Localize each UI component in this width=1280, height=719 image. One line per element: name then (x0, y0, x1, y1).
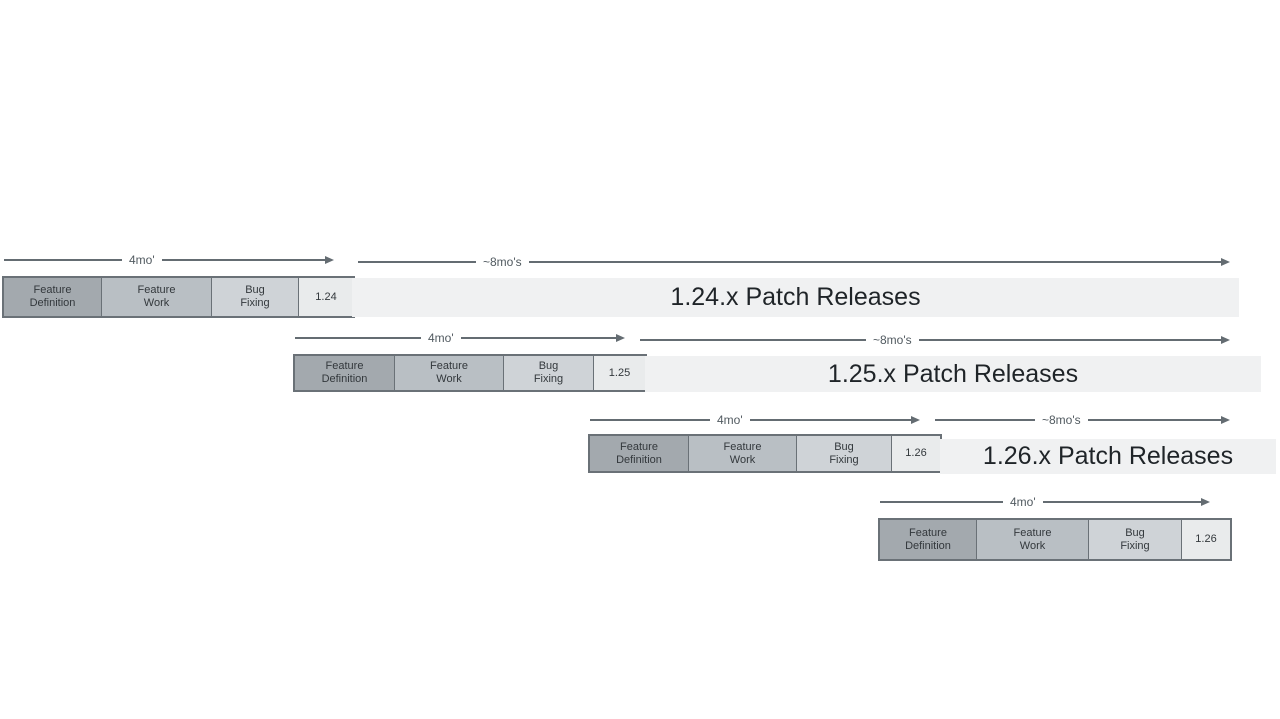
arrowhead-icon (616, 334, 625, 342)
cycle-duration-arrow: 4mo' (590, 411, 920, 429)
phase-label: Bug (538, 360, 559, 372)
patch-duration-arrow: ~8mo's (935, 411, 1230, 429)
patch-releases-label: 1.25.x Patch Releases (827, 359, 1079, 388)
phase-label: Work (436, 373, 462, 385)
arrowhead-icon (1221, 258, 1230, 266)
phase-label: Fixing (1120, 539, 1150, 552)
duration-label: ~8mo's (873, 333, 912, 347)
phase-feature-definition: Feature Definition (295, 356, 395, 390)
cycle-duration-arrow: 4mo' (295, 329, 625, 347)
phase-feature-definition: Feature Definition (4, 278, 102, 316)
patch-duration-arrow: ~8mo's (358, 253, 1230, 271)
phase-bug-fixing: Bug Fixing (1089, 520, 1182, 559)
arrowhead-icon (911, 416, 920, 424)
version-label: 1.26 (905, 447, 927, 459)
duration-label: 4mo' (428, 331, 454, 345)
version-label: 1.25 (608, 366, 631, 379)
phase-bug-fixing: Bug Fixing (797, 436, 892, 471)
cycle-duration-arrow: 4mo' (880, 493, 1210, 511)
phase-label: Feature (1013, 526, 1052, 539)
phase-label: Feature (137, 284, 176, 296)
release-cycle-row: Feature Definition Feature Work Bug Fixi… (588, 434, 942, 473)
phase-label: Work (1019, 539, 1046, 552)
phase-label: Definition (29, 297, 76, 309)
phase-label: Feature (723, 440, 762, 453)
phase-label: Feature (620, 440, 658, 453)
phase-label: Fixing (829, 453, 859, 466)
patch-duration-arrow: ~8mo's (640, 331, 1230, 349)
phase-label: Bug (834, 440, 854, 453)
phase-label: Bug (1125, 526, 1145, 539)
phase-label: Work (143, 297, 170, 309)
phase-feature-work: Feature Work (395, 356, 504, 390)
phase-label: Fixing (533, 373, 564, 385)
phase-label: Feature (33, 284, 72, 296)
phase-feature-work: Feature Work (977, 520, 1089, 559)
phase-label: Work (729, 453, 756, 466)
phase-label: Feature (909, 526, 947, 539)
patch-releases-bar: 1.26.x Patch Releases (940, 439, 1276, 474)
version-label: 1.26 (1195, 533, 1217, 545)
phase-label: Fixing (240, 297, 270, 309)
release-cycle-row: Feature Definition Feature Work Bug Fixi… (2, 276, 355, 318)
phase-label: Feature (430, 360, 468, 372)
release-cycle-row: Feature Definition Feature Work Bug Fixi… (293, 354, 647, 392)
arrowhead-icon (1221, 336, 1230, 344)
release-cycle-row: Feature Definition Feature Work Bug Fixi… (878, 518, 1232, 561)
version-box: 1.24 (299, 278, 353, 316)
duration-label: 4mo' (1010, 495, 1036, 509)
phase-label: Definition (905, 539, 951, 552)
duration-label: ~8mo's (483, 255, 522, 269)
phase-label: Definition (616, 453, 662, 466)
phase-label: Feature (325, 360, 364, 372)
duration-label: ~8mo's (1042, 413, 1081, 427)
version-box: 1.25 (594, 356, 645, 390)
version-box: 1.26 (1182, 520, 1230, 559)
phase-bug-fixing: Bug Fixing (212, 278, 299, 316)
phase-label: Bug (245, 284, 265, 296)
arrowhead-icon (325, 256, 334, 264)
arrowhead-icon (1221, 416, 1230, 424)
version-label: 1.24 (315, 290, 337, 303)
patch-releases-label: 1.24.x Patch Releases (670, 283, 921, 311)
version-box: 1.26 (892, 436, 940, 471)
patch-releases-bar: 1.24.x Patch Releases (352, 278, 1239, 317)
patch-releases-label: 1.26.x Patch Releases (982, 442, 1234, 470)
arrowhead-icon (1201, 498, 1210, 506)
duration-label: 4mo' (717, 413, 743, 427)
duration-label: 4mo' (129, 253, 155, 267)
phase-feature-work: Feature Work (689, 436, 797, 471)
cycle-duration-arrow: 4mo' (4, 251, 334, 269)
phase-bug-fixing: Bug Fixing (504, 356, 594, 390)
phase-label: Definition (321, 373, 368, 385)
phase-feature-definition: Feature Definition (590, 436, 689, 471)
patch-releases-bar: 1.25.x Patch Releases (645, 356, 1261, 392)
phase-feature-definition: Feature Definition (880, 520, 977, 559)
phase-feature-work: Feature Work (102, 278, 212, 316)
